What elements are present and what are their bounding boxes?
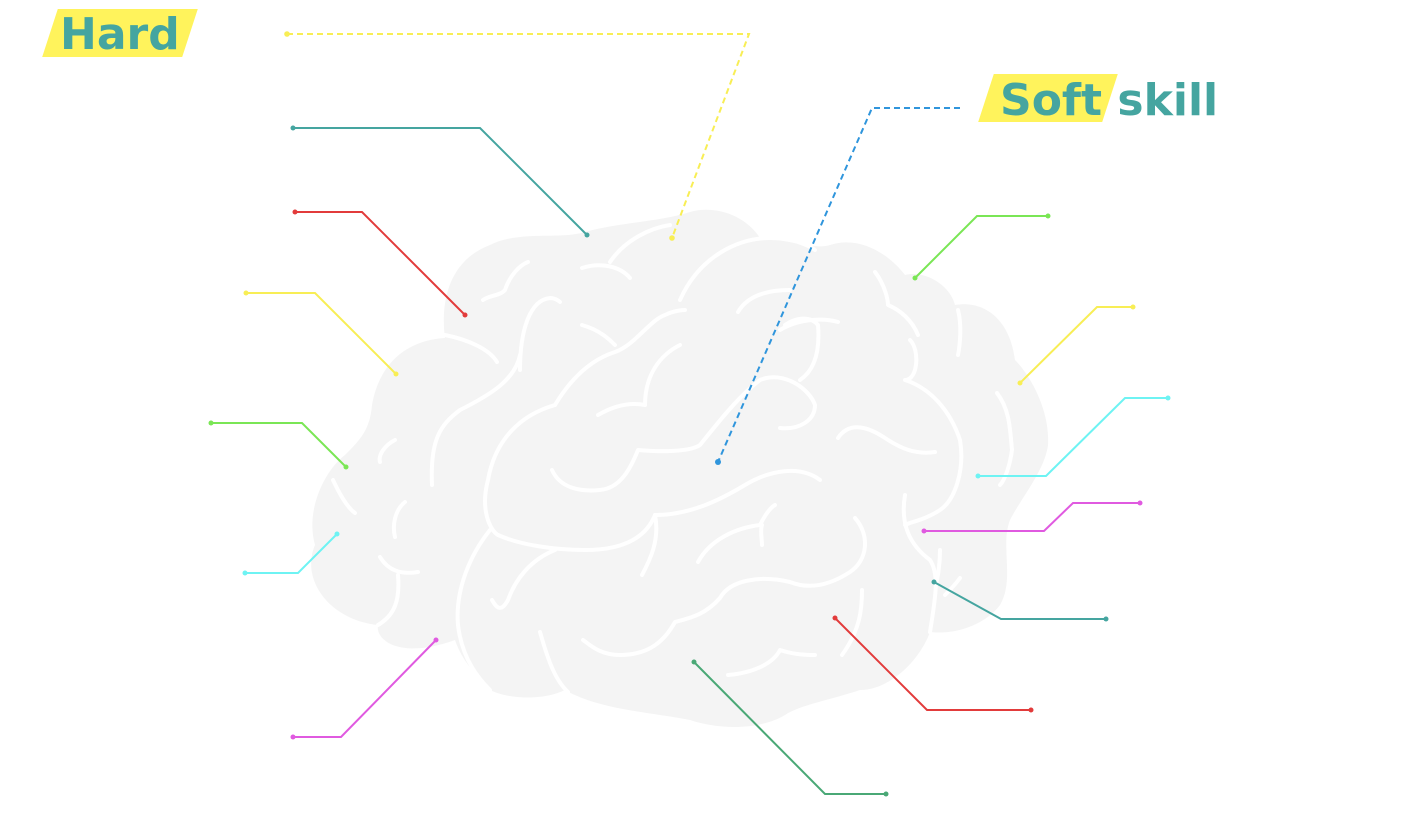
leader-right-cyan [975, 395, 1171, 479]
leader-right-yellow [1017, 304, 1136, 386]
leader-left-red [292, 209, 468, 318]
leader-right-red [832, 615, 1034, 713]
skill-word: skill [1117, 75, 1219, 126]
leader-hard-main [284, 31, 751, 241]
leader-right-green [912, 213, 1051, 281]
leader-right-teal [931, 579, 1109, 622]
leader-left-cyan [242, 531, 340, 576]
hard-text: Hard [60, 9, 180, 60]
soft-text: Soft skill [986, 75, 1218, 126]
brain-icon [311, 209, 1049, 727]
leader-soft-main [715, 107, 960, 465]
leader-left-teal [290, 125, 590, 238]
leader-bottom-dark-green [691, 659, 889, 797]
leader-left-yellow [243, 290, 399, 377]
soft-word: Soft [1000, 75, 1103, 126]
leader-left-magenta [290, 637, 439, 740]
soft-skill-label: Soft skill [978, 73, 1218, 123]
leader-left-green [208, 420, 349, 470]
leader-lines [208, 31, 1171, 797]
hard-skill-label: Hard [42, 9, 198, 57]
leader-right-magenta [921, 500, 1143, 534]
